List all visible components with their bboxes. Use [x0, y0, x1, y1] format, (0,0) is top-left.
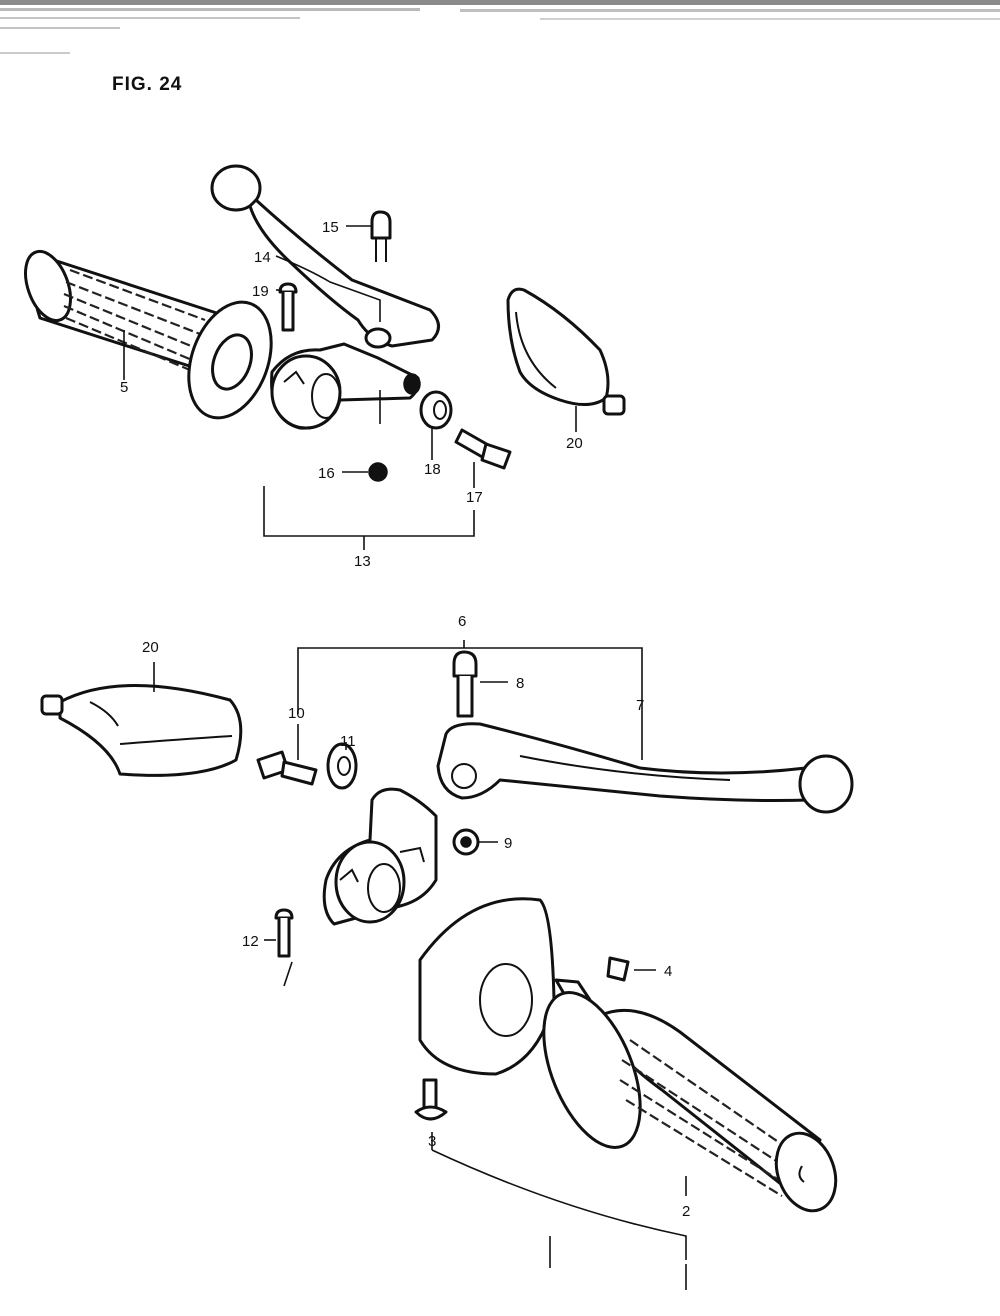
callout-3: 3 — [428, 1133, 436, 1150]
washer-part-11 — [326, 742, 358, 790]
callout-6: 6 — [458, 613, 466, 630]
brake-lever-part-7 — [436, 722, 854, 814]
pivot-bolt-part-15 — [370, 210, 392, 262]
callout-10: 10 — [288, 705, 305, 722]
callout-17: 17 — [466, 489, 483, 506]
callout-20-lower: 20 — [142, 639, 159, 656]
callout-12: 12 — [242, 933, 259, 950]
lower-leader-lines — [153, 640, 687, 1290]
throttle-housing — [418, 897, 556, 1076]
cable-end-part-4 — [606, 956, 630, 982]
screw-part-3 — [414, 1078, 448, 1121]
callout-2: 2 — [682, 1203, 690, 1220]
throttle-grip-part-2 — [542, 978, 838, 1213]
callout-4: 4 — [664, 963, 672, 980]
nut-part-9 — [452, 828, 480, 856]
callout-9: 9 — [504, 835, 512, 852]
callout-5: 5 — [120, 379, 128, 396]
left-grip-part-5 — [24, 249, 273, 420]
callout-13: 13 — [354, 553, 371, 570]
callout-18: 18 — [424, 461, 441, 478]
screw-part-19 — [278, 282, 298, 332]
callout-7: 7 — [636, 697, 644, 714]
adjuster-bolt-part-17 — [454, 428, 512, 470]
callout-8: 8 — [516, 675, 524, 692]
figure-title: FIG. 24 — [112, 74, 183, 95]
callout-19: 19 — [252, 283, 269, 300]
clutch-lever-part-14 — [210, 164, 440, 349]
adjuster-bolt-part-10 — [256, 750, 318, 786]
callout-14: 14 — [254, 249, 271, 266]
scan-noise-top — [0, 0, 1000, 54]
right-lever-holder — [322, 787, 438, 926]
lever-cover-part-20-upper — [506, 287, 626, 416]
callout-16: 16 — [318, 465, 335, 482]
callout-20-upper: 20 — [566, 435, 583, 452]
callout-labels: 5 14 15 19 18 17 20 16 13 6 8 7 20 10 11… — [120, 219, 690, 1220]
washer-part-18 — [419, 390, 453, 430]
left-lever-holder — [270, 342, 421, 430]
lever-cover-part-20-lower — [40, 684, 243, 777]
screw-part-12 — [274, 908, 294, 958]
pivot-bolt-part-8 — [452, 650, 478, 718]
upper-leader-lines — [123, 225, 577, 550]
callout-15: 15 — [322, 219, 339, 236]
callout-11: 11 — [340, 733, 356, 750]
nut-part-16 — [368, 462, 388, 482]
